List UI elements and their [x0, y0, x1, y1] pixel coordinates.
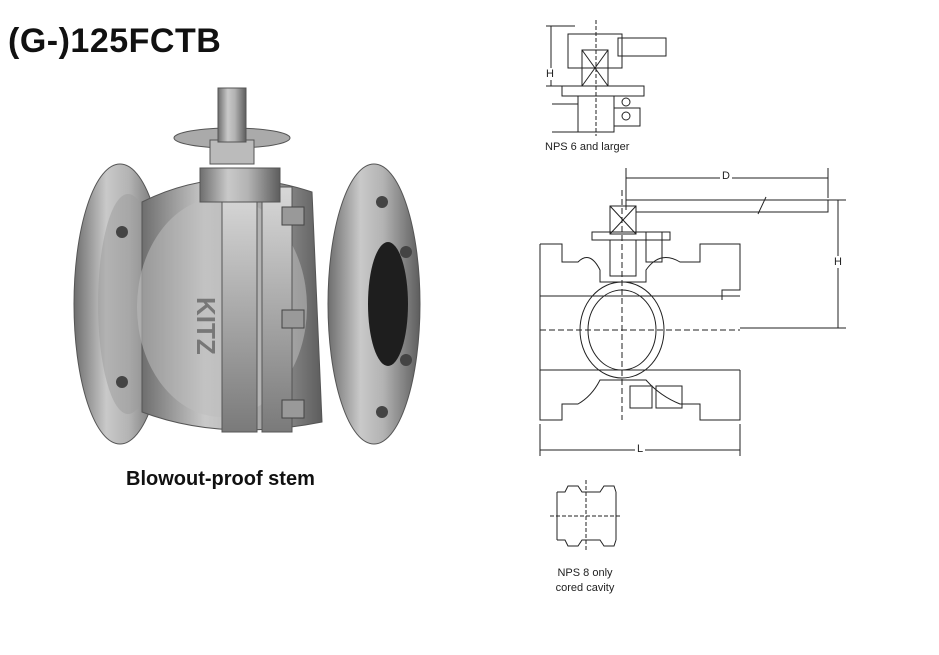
- detail-bottom-label-line2: cored cavity: [555, 582, 615, 594]
- detail-bottom-label-line1: NPS 8 only: [557, 567, 613, 579]
- product-title: (G-)125FCTB: [8, 22, 222, 60]
- valve-photo: KITZ: [73, 87, 421, 445]
- detail-top-label: NPS 6 and larger: [545, 141, 630, 153]
- detail-bottom-drawing: [550, 480, 622, 552]
- photo-caption: Blowout-proof stem: [126, 468, 315, 490]
- kitz-logo: KITZ: [191, 297, 221, 355]
- main-dim-d: D: [720, 170, 732, 182]
- valve-stem: [217, 87, 247, 143]
- main-dim-h: H: [832, 256, 844, 268]
- detail-top-dim-h: H: [544, 68, 556, 80]
- detail-top-drawing: [546, 20, 667, 136]
- main-section-drawing: [539, 168, 846, 456]
- detail-bottom-label: NPS 8 only cored cavity: [540, 566, 630, 596]
- main-dim-l: L: [635, 443, 646, 455]
